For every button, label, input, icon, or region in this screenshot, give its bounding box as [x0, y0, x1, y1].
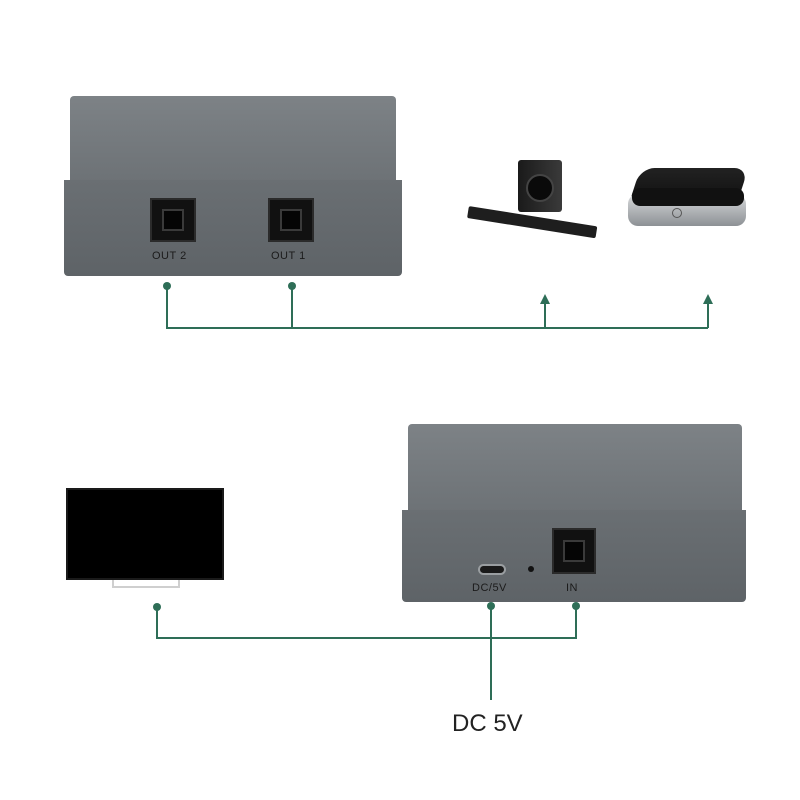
- tv-screen: [66, 488, 224, 580]
- out2-dot: [163, 282, 171, 290]
- soundbar-arrow: [540, 294, 550, 304]
- indicator-led: [528, 566, 534, 572]
- tv-stand: [112, 580, 180, 588]
- bottom-bus-line: [156, 608, 577, 639]
- in-label: IN: [566, 582, 578, 594]
- switch-top-device: OUT 2 OUT 1: [64, 96, 404, 276]
- optical-port-out1: [268, 198, 314, 242]
- switch-bottom-device: DC/5V IN: [400, 424, 750, 604]
- receiver-arrow: [703, 294, 713, 304]
- out1-dot: [288, 282, 296, 290]
- tv-image: [66, 488, 226, 592]
- bluetooth-icon: [672, 208, 682, 218]
- switch-bottom-lid: [408, 424, 742, 512]
- dc-dot: [487, 602, 495, 610]
- subwoofer-driver: [526, 174, 554, 202]
- bluetooth-receiver-image: [626, 168, 750, 234]
- optical-port-in: [552, 528, 596, 574]
- top-bus-line: [166, 286, 708, 329]
- receiver-face: [632, 188, 744, 206]
- tv-dot: [153, 603, 161, 611]
- dc-port-label: DC/5V: [472, 582, 507, 594]
- in-dot: [572, 602, 580, 610]
- soundbar-subwoofer-image: [466, 158, 600, 239]
- optical-port-out2: [150, 198, 196, 242]
- out1-label: OUT 1: [271, 250, 306, 262]
- switch-top-lid: [70, 96, 396, 182]
- switch-top-front-panel: [64, 180, 402, 276]
- dc-port: [478, 564, 506, 575]
- power-caption: DC 5V: [452, 710, 523, 737]
- out2-label: OUT 2: [152, 250, 187, 262]
